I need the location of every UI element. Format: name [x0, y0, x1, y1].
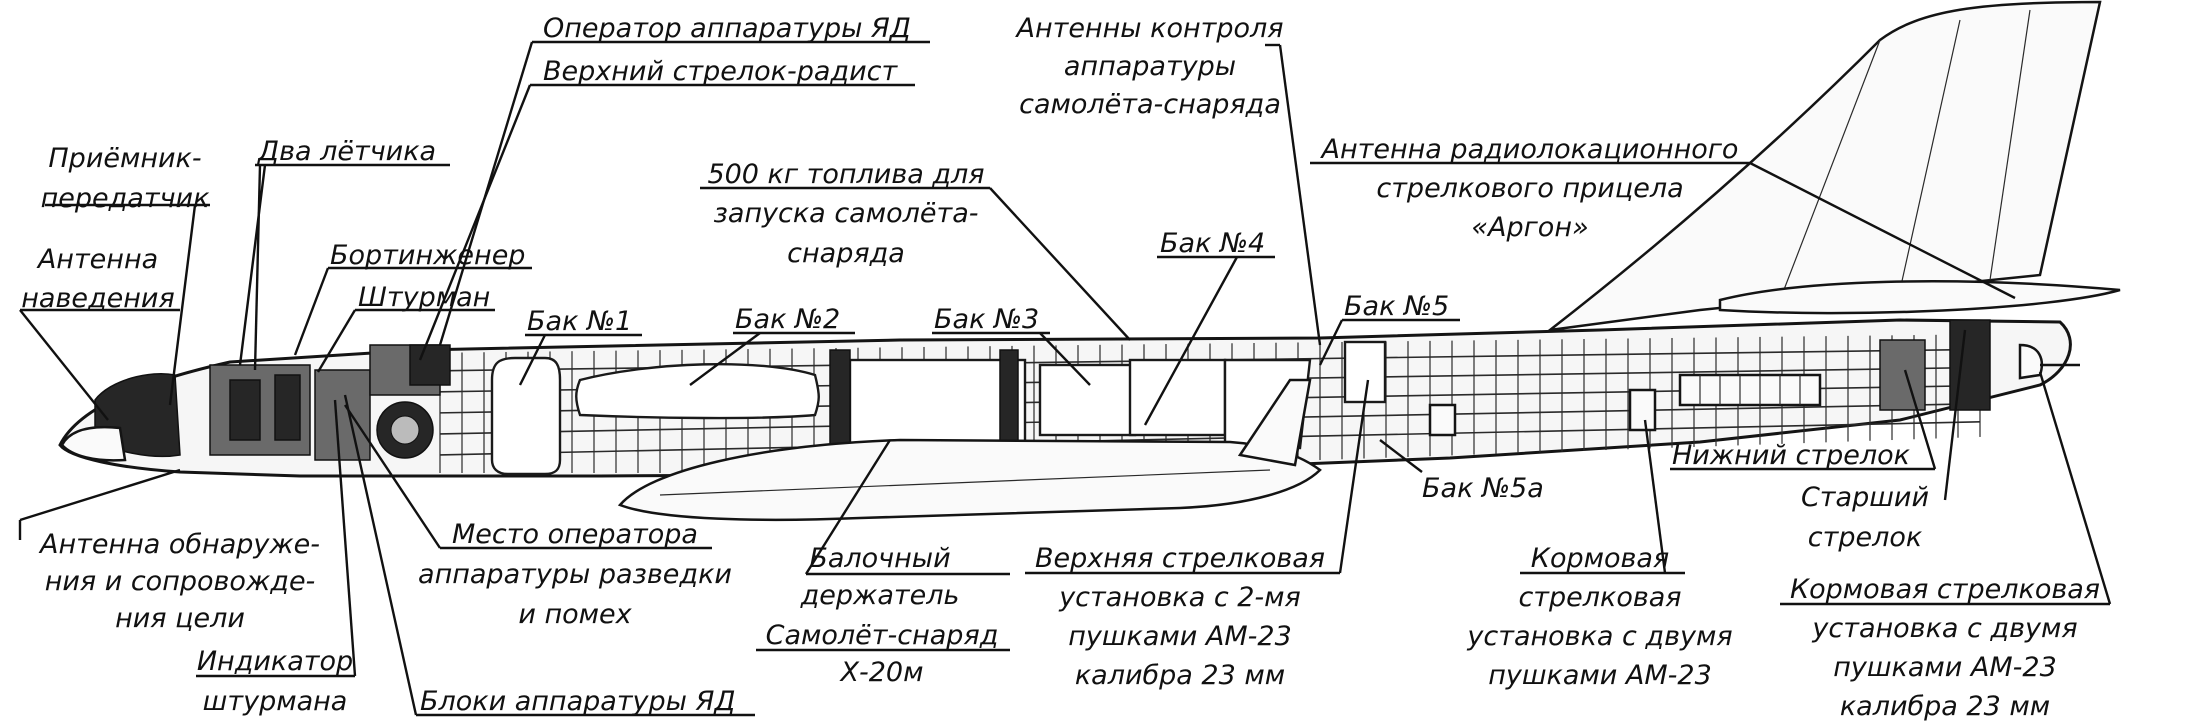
svg-text:Кормовая стрелковая: Кормовая стрелковая: [1790, 574, 2100, 605]
label-tank-2: Бак №2: [735, 304, 840, 335]
tail-gun-area: [1428, 280, 2121, 437]
label-tank-4: Бак №4: [1160, 228, 1265, 259]
label-navigator-indicator: Индикатор штурмана: [197, 646, 353, 717]
label-recon-operator: Место оператора аппаратуры разведки и по…: [418, 519, 732, 630]
svg-text:стрелкового прицела: стрелкового прицела: [1376, 173, 1683, 204]
svg-text:Самолёт-снаряд: Самолёт-снаряд: [766, 620, 999, 651]
svg-text:Антенны контроля: Антенны контроля: [1014, 13, 1283, 44]
svg-text:штурмана: штурмана: [203, 686, 348, 717]
label-argon-radar: Антенна радиолокационного стрелкового пр…: [1320, 134, 1739, 243]
label-nuclear-blocks: Блоки аппаратуры ЯД: [420, 686, 735, 717]
label-tank-3: Бак №3: [934, 304, 1039, 335]
tail-fin: [1545, 0, 2102, 332]
callout-labels: Оператор аппаратуры ЯД Верхний стрелок-р…: [21, 13, 2100, 722]
missile-kh20: [617, 378, 1322, 522]
svg-text:ния цели: ния цели: [115, 603, 245, 634]
svg-text:Антенна радиолокационного: Антенна радиолокационного: [1320, 134, 1739, 165]
svg-text:Верхняя стрелковая: Верхняя стрелковая: [1035, 543, 1325, 574]
svg-text:стрелковая: стрелковая: [1518, 582, 1681, 613]
svg-text:самолёта-снаряда: самолёта-снаряда: [1019, 89, 1281, 120]
label-detection-antenna: Антенна обнаруже- ния и сопровожде- ния …: [38, 529, 320, 634]
label-senior-gunner: Старший стрелок: [1801, 482, 1929, 553]
label-missile: Самолёт-снаряд Х-20м: [766, 620, 999, 688]
label-flight-engineer: Бортинженер: [330, 240, 525, 271]
svg-text:установка с 2-мя: установка с 2-мя: [1058, 582, 1301, 613]
label-upper-turret: Верхняя стрелковая установка с 2-мя пушк…: [1035, 543, 1325, 691]
svg-text:стрелок: стрелок: [1808, 522, 1923, 553]
label-tank-5: Бак №5: [1344, 291, 1449, 322]
label-tank-1: Бак №1: [527, 306, 632, 337]
svg-text:Антенна обнаруже-: Антенна обнаруже-: [38, 529, 320, 560]
nose-radar: [60, 373, 181, 462]
svg-text:пушками АМ-23: пушками АМ-23: [1068, 621, 1292, 652]
svg-text:установка с двумя: установка с двумя: [1811, 613, 2077, 644]
label-tail-turret-center: Кормовая стрелковая установка с двумя пу…: [1466, 543, 1732, 691]
svg-text:снаряда: снаряда: [787, 238, 905, 269]
label-tail-turret-right: Кормовая стрелковая установка с двумя пу…: [1790, 574, 2100, 722]
label-transceiver: Приёмник- передатчик: [41, 143, 210, 214]
svg-text:запуска самолёта-: запуска самолёта-: [714, 198, 979, 229]
svg-text:Приёмник-: Приёмник-: [48, 143, 201, 174]
svg-text:Кормовая: Кормовая: [1531, 543, 1669, 574]
svg-text:передатчик: передатчик: [41, 183, 210, 214]
svg-text:Индикатор: Индикатор: [197, 646, 353, 677]
svg-text:Балочный: Балочный: [809, 543, 950, 574]
label-nuclear-operator: Оператор аппаратуры ЯД: [543, 13, 911, 44]
svg-text:500 кг топлива для: 500 кг топлива для: [707, 159, 984, 190]
svg-text:наведения: наведения: [21, 283, 174, 314]
label-upper-gunner-radio: Верхний стрелок-радист: [543, 56, 898, 87]
label-missile-control-antennas: Антенны контроля аппаратуры самолёта-сна…: [1014, 13, 1283, 120]
svg-text:Антенна: Антенна: [36, 244, 158, 275]
svg-text:Старший: Старший: [1801, 482, 1929, 513]
svg-text:Место оператора: Место оператора: [452, 519, 698, 550]
svg-text:и помех: и помех: [518, 599, 632, 630]
label-fuel-500kg: 500 кг топлива для запуска самолёта- сна…: [707, 159, 984, 269]
svg-text:держатель: держатель: [800, 580, 960, 611]
svg-text:установка с двумя: установка с двумя: [1466, 621, 1732, 652]
svg-text:калибра 23 мм: калибра 23 мм: [1840, 691, 2050, 722]
svg-text:пушками АМ-23: пушками АМ-23: [1833, 652, 2057, 683]
leader-lines: [18, 40, 2112, 717]
label-beam-holder: Балочный держатель: [800, 543, 960, 611]
label-guidance-antenna: Антенна наведения: [21, 244, 174, 314]
cockpit-crew-area: [209, 344, 451, 461]
svg-text:Х-20м: Х-20м: [839, 657, 924, 688]
svg-text:«Аргон»: «Аргон»: [1471, 212, 1588, 243]
label-lower-gunner: Нижний стрелок: [1672, 440, 1911, 471]
svg-text:ния и сопровожде-: ния и сопровожде-: [45, 566, 316, 597]
svg-text:калибра 23 мм: калибра 23 мм: [1075, 660, 1285, 691]
label-navigator: Штурман: [358, 282, 490, 313]
svg-text:пушками АМ-23: пушками АМ-23: [1488, 660, 1712, 691]
svg-text:аппаратуры: аппаратуры: [1064, 51, 1236, 82]
label-two-pilots: Два лётчика: [257, 136, 436, 167]
label-tank-5a: Бак №5а: [1422, 473, 1544, 504]
svg-text:аппаратуры разведки: аппаратуры разведки: [418, 559, 732, 590]
